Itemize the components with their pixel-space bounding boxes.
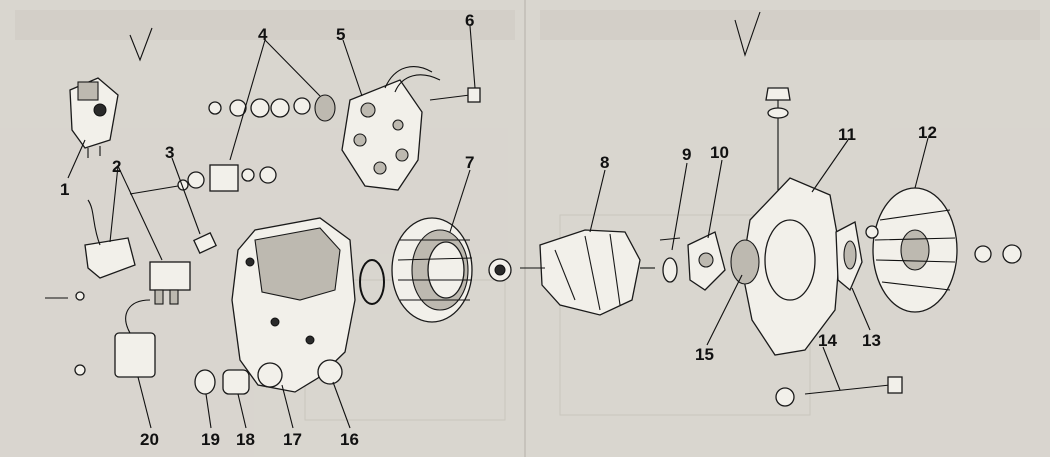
callout-9: 9 xyxy=(682,145,691,164)
callout-15: 15 xyxy=(695,345,714,364)
leader-lines xyxy=(67,25,929,429)
callout-2: 2 xyxy=(112,157,121,176)
callout-20: 20 xyxy=(140,430,159,449)
part-12-fan xyxy=(865,187,1022,313)
callout-13: 13 xyxy=(862,331,881,350)
part-13-spacer-ring xyxy=(835,221,863,292)
part-11-drive-end-shield xyxy=(730,87,841,356)
pencil-check-mark-left xyxy=(129,27,153,62)
callout-18: 18 xyxy=(236,430,255,449)
callout-5: 5 xyxy=(336,25,345,44)
o-ring xyxy=(359,259,385,305)
part-16-bushing xyxy=(317,359,343,385)
callout-6: 6 xyxy=(465,11,474,30)
part-17-drive-end-housing xyxy=(231,217,356,393)
callout-4: 4 xyxy=(258,25,268,44)
part-2-regulator-blocks xyxy=(84,199,191,305)
callout-1: 1 xyxy=(60,180,69,199)
bearing xyxy=(488,258,512,282)
callout-10: 10 xyxy=(710,143,729,162)
pencil-check-mark-right xyxy=(734,11,761,57)
callout-8: 8 xyxy=(600,153,609,172)
part-18-sleeve xyxy=(222,369,250,395)
callout-12: 12 xyxy=(918,123,937,142)
callout-16: 16 xyxy=(340,430,359,449)
part-1-brush-holder xyxy=(69,77,119,158)
callout-19: 19 xyxy=(201,430,220,449)
part-20-capacitor xyxy=(45,291,156,378)
part-4-bushings-nuts xyxy=(187,94,336,192)
callout-17: 17 xyxy=(283,430,302,449)
part-10-bearing-cover-plate xyxy=(687,231,726,291)
callout-3: 3 xyxy=(165,143,174,162)
part-6-bolt xyxy=(429,87,481,103)
part-3-brush xyxy=(193,231,217,255)
callout-7: 7 xyxy=(465,153,474,172)
part-14-tie-bolt xyxy=(775,376,903,407)
callout-14: 14 xyxy=(818,331,837,350)
part-5-rectifier-diode-plate xyxy=(341,66,441,191)
callout-11: 11 xyxy=(838,125,856,144)
part-19-bushing xyxy=(194,369,216,395)
part-7-stator xyxy=(391,217,473,323)
part-8-rotor xyxy=(520,229,655,316)
part-9-spacer xyxy=(659,237,681,283)
